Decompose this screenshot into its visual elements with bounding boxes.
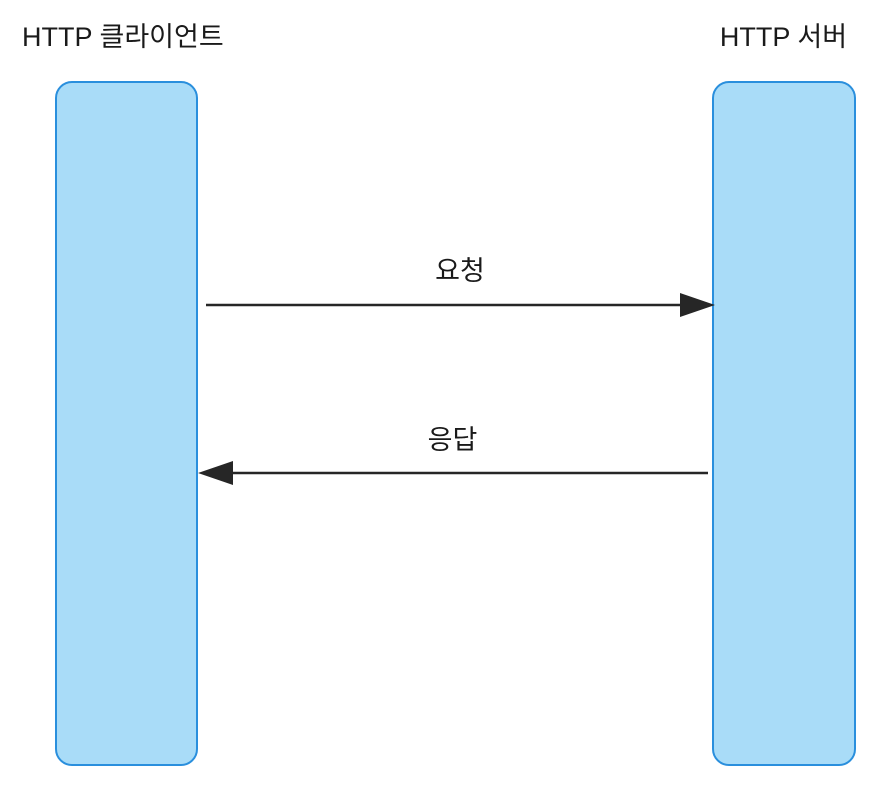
message-label-request: 요청 (435, 256, 485, 286)
arrow-left-icon (198, 461, 708, 485)
message-arrow-request (205, 293, 715, 317)
message-label-response: 응답 (427, 425, 478, 455)
lifeline-server (712, 81, 856, 766)
arrow-right-icon (206, 293, 715, 317)
lifeline-client (55, 81, 198, 766)
participant-label-client: HTTP 클라이언트 (22, 22, 224, 52)
message-arrow-response (197, 461, 708, 485)
participant-label-server: HTTP 서버 (719, 22, 848, 52)
